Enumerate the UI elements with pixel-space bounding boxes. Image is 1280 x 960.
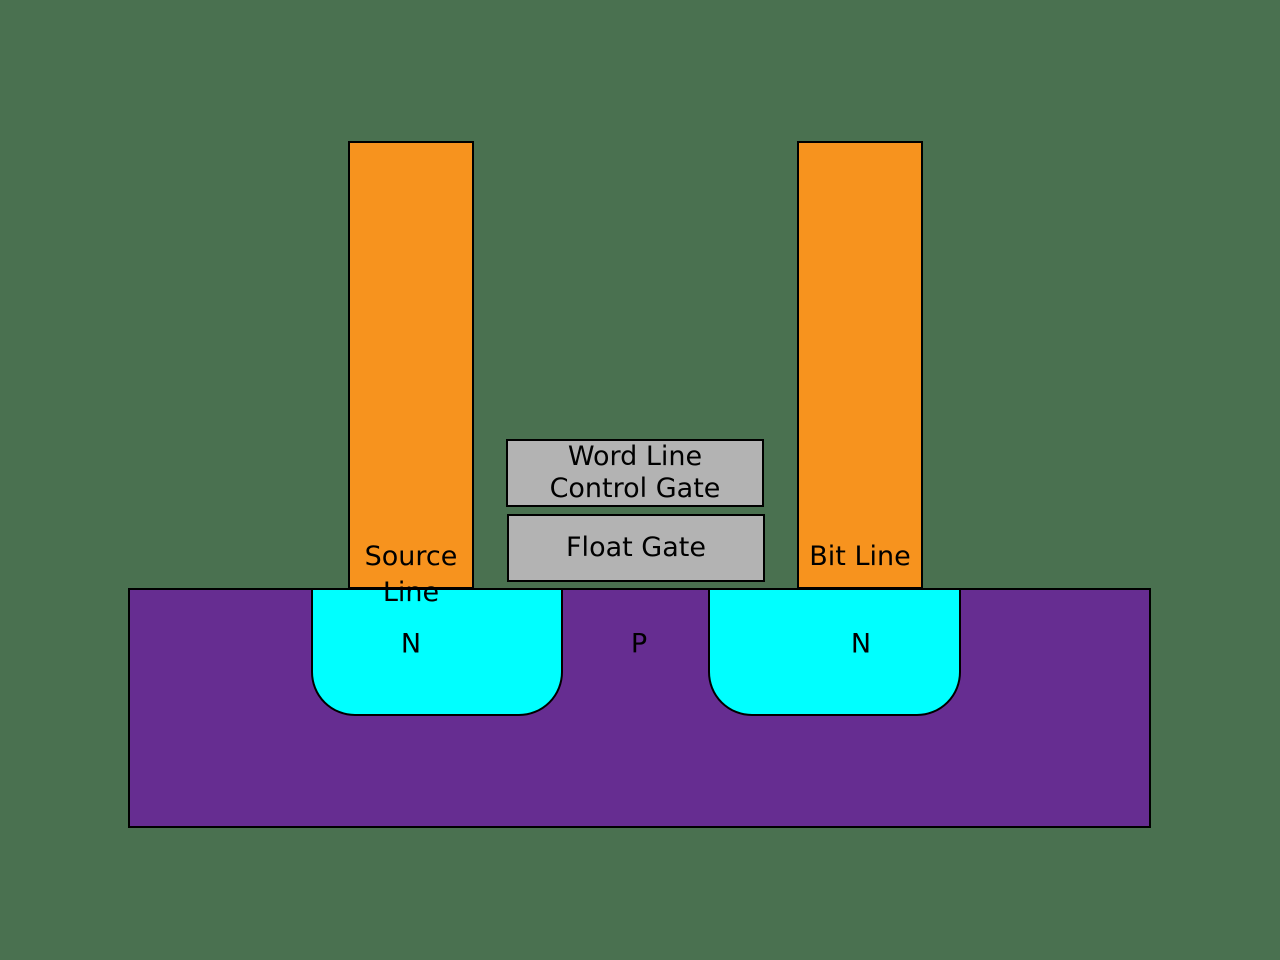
n-region-drain-label: N [850, 628, 872, 660]
float-gate-label: Float Gate [566, 532, 706, 563]
word-line-label: Word Line [567, 441, 703, 472]
source-line-contact: Source Line [348, 141, 474, 608]
n-region-source [311, 588, 563, 716]
source-line-label: Source Line [364, 541, 458, 608]
word-line-control-gate: Word Line Control Gate [506, 439, 764, 507]
p-substrate-region [128, 588, 1151, 828]
n-region-source-label: N [400, 628, 422, 660]
float-gate: Float Gate [507, 514, 765, 582]
control-gate-label: Control Gate [549, 473, 721, 504]
bit-line-contact: Bit Line [797, 141, 923, 589]
bit-line-label: Bit Line [809, 541, 911, 572]
p-substrate-label: P [630, 628, 648, 660]
n-region-drain [708, 588, 961, 716]
